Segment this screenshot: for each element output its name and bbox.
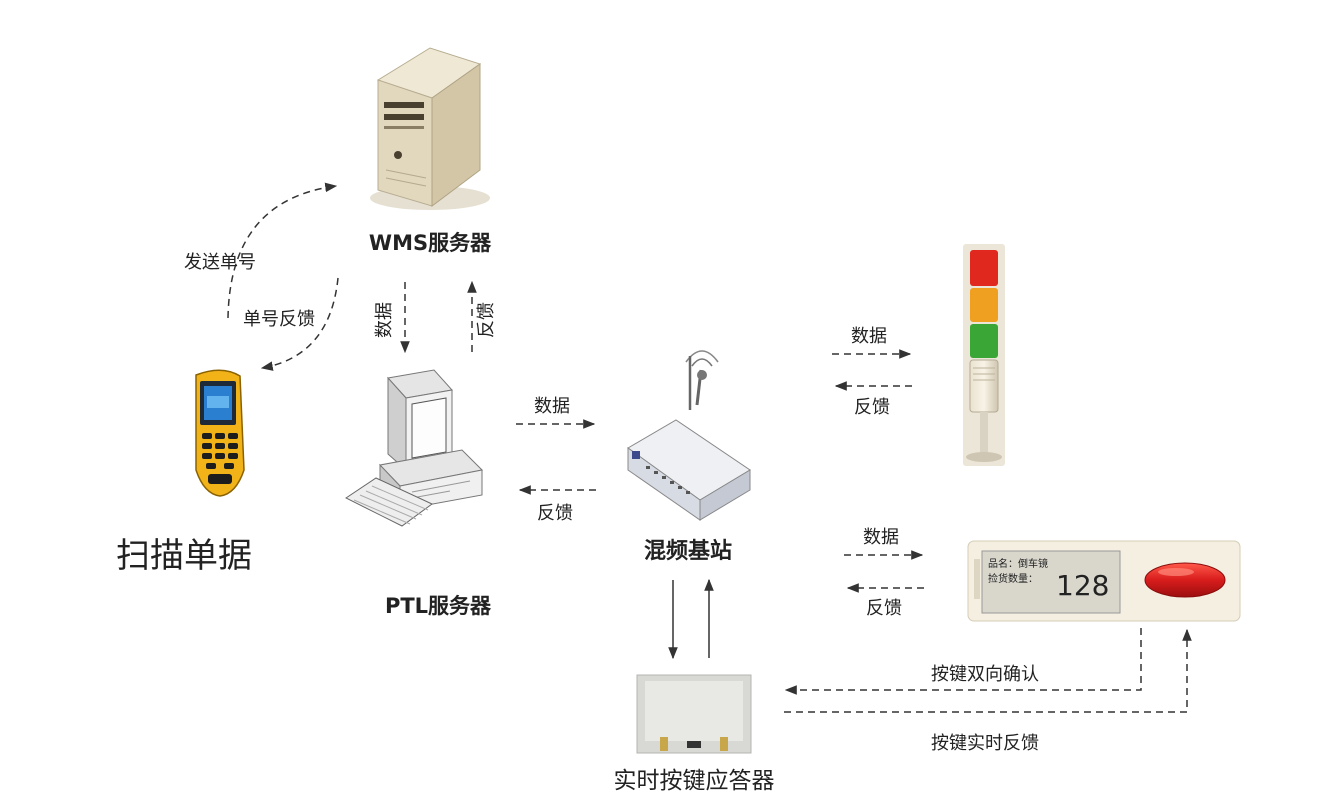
label-send-order-no: 发送单号: [184, 252, 256, 273]
arrow-order-no-feedback: [260, 277, 339, 371]
ptl-server-icon: [345, 369, 484, 527]
display-pick-qty-value: 128: [1056, 569, 1109, 602]
label-order-no-feedback: 单号反馈: [243, 309, 315, 330]
arrow-button-realtime-feedback: [784, 628, 1192, 713]
handheld-scanner-icon: [195, 369, 245, 497]
label-station-light-data: 数据: [851, 326, 887, 347]
label-station-display-data: 数据: [863, 527, 899, 548]
label-light-station-feedback: 反馈: [854, 397, 890, 418]
display-product-name: 品名：倒车镜: [988, 557, 1048, 570]
display-pick-qty-label: 捡货数量：: [988, 572, 1038, 585]
label-display-station-feedback: 反馈: [866, 598, 902, 619]
label-button-realtime-feedback: 按键实时反馈: [931, 733, 1039, 754]
label-ptl-station-data: 数据: [534, 396, 570, 417]
wms-server-icon: [370, 47, 490, 210]
base-station-label: 混频基站: [644, 539, 732, 564]
base-station-icon: [627, 350, 751, 521]
scanner-label: 扫描单据: [116, 536, 252, 576]
arrow-send-order-no: [227, 182, 338, 319]
label-station-ptl-feedback: 反馈: [537, 503, 573, 524]
ptl-server-label: PTL服务器: [385, 594, 492, 618]
arrow-button-confirm: [784, 628, 1142, 695]
label-wms-ptl-data: 数据: [374, 302, 395, 338]
responder-icon: [636, 674, 752, 754]
label-ptl-wms-feedback: 反馈: [476, 302, 497, 338]
electronic-label-device: [967, 540, 1241, 622]
wms-server-label: WMS服务器: [369, 231, 492, 255]
label-button-confirm: 按键双向确认: [931, 664, 1039, 685]
responder-label: 实时按键应答器: [614, 768, 775, 794]
stack-light-icon: [963, 244, 1005, 466]
